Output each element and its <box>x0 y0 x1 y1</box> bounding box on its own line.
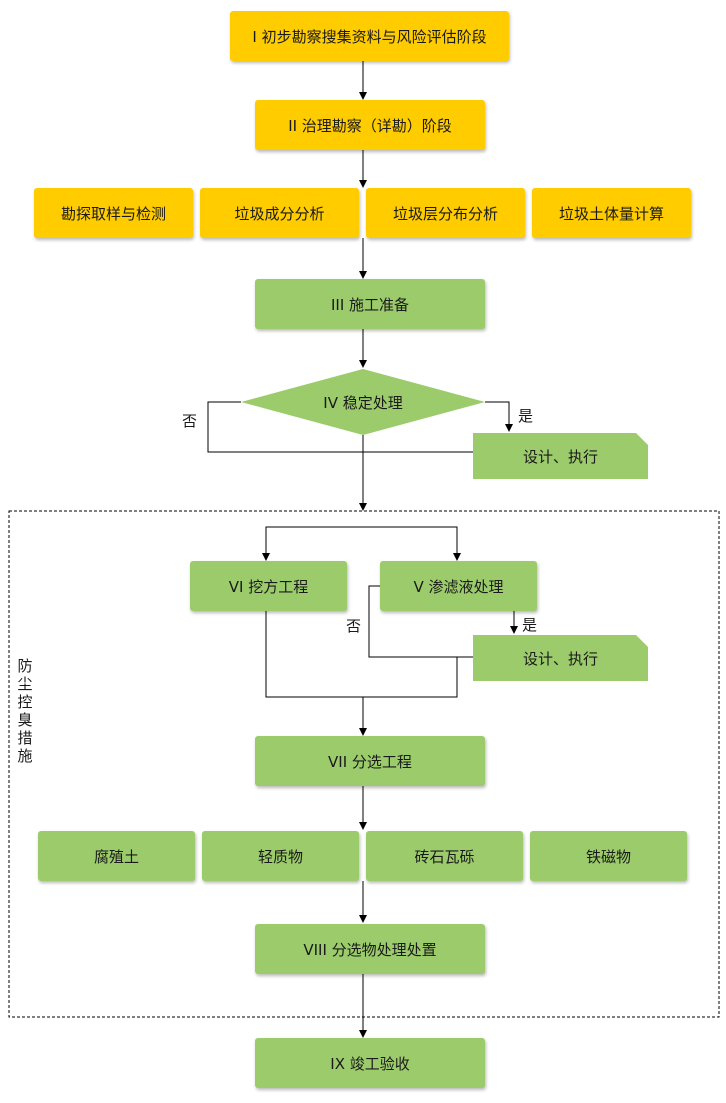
stage-7-box: VII 分选工程 <box>255 736 485 786</box>
material-4: 铁磁物 <box>530 831 687 881</box>
material-1: 腐殖土 <box>38 831 195 881</box>
stage-2-box: II 治理勘察（详勘）阶段 <box>255 100 485 150</box>
stage-9-box: IX 竣工验收 <box>255 1038 485 1088</box>
no-branch-line-2 <box>368 585 473 658</box>
stage-6-box: VI 挖方工程 <box>190 561 347 611</box>
survey-task-4: 垃圾土体量计算 <box>532 188 691 238</box>
no-label-1: 否 <box>182 412 198 430</box>
stage-9-label: IX 竣工验收 <box>330 1054 410 1073</box>
yes-branch-line-1 <box>485 401 513 432</box>
survey-task-3: 垃圾层分布分析 <box>366 188 525 238</box>
merge-line <box>265 611 458 698</box>
stage-8-box: VIII 分选物处理处置 <box>255 924 485 974</box>
dust-odor-control-region <box>8 510 720 1018</box>
stage-1-label: I 初步勘察搜集资料与风险评估阶段 <box>252 27 487 46</box>
split-line <box>265 526 458 548</box>
decision-diamond <box>241 369 485 435</box>
survey-task-4-label: 垃圾土体量计算 <box>558 204 664 223</box>
no-label-2: 否 <box>346 617 362 635</box>
survey-task-3-label: 垃圾层分布分析 <box>392 204 498 223</box>
stage-6-label: VI 挖方工程 <box>228 577 309 596</box>
survey-task-2: 垃圾成分分析 <box>200 188 359 238</box>
material-3-label: 砖石瓦砾 <box>414 847 475 866</box>
stage-1-box: I 初步勘察搜集资料与风险评估阶段 <box>230 11 509 61</box>
stage-7-label: VII 分选工程 <box>328 752 412 771</box>
stage-3-label: III 施工准备 <box>330 295 410 314</box>
yes-label-1: 是 <box>518 407 534 425</box>
stage-4-label: IV 稳定处理 <box>323 393 403 412</box>
stage-3-box: III 施工准备 <box>255 279 485 329</box>
stage-8-label: VIII 分选物处理处置 <box>303 940 437 959</box>
stage-5-box: V 渗滤液处理 <box>380 561 537 611</box>
design-execute-label-2: 设计、执行 <box>522 649 598 668</box>
stage-5-label: V 渗滤液处理 <box>413 577 504 596</box>
material-1-label: 腐殖土 <box>93 847 139 866</box>
dust-odor-control-label: 防尘控臭措施 <box>17 657 33 765</box>
design-execute-note-2: 设计、执行 <box>473 635 648 681</box>
survey-task-1-label: 勘探取样与检测 <box>60 204 166 223</box>
design-execute-label-1: 设计、执行 <box>522 447 598 466</box>
no-branch-line-1 <box>207 401 473 453</box>
yes-label-2: 是 <box>522 616 538 634</box>
material-2: 轻质物 <box>202 831 359 881</box>
stage-2-label: II 治理勘察（详勘）阶段 <box>288 116 452 135</box>
survey-task-2-label: 垃圾成分分析 <box>234 204 325 223</box>
survey-task-1: 勘探取样与检测 <box>34 188 193 238</box>
design-execute-note-1: 设计、执行 <box>473 433 648 479</box>
material-3: 砖石瓦砾 <box>366 831 523 881</box>
material-4-label: 铁磁物 <box>585 847 631 866</box>
material-2-label: 轻质物 <box>257 847 303 866</box>
